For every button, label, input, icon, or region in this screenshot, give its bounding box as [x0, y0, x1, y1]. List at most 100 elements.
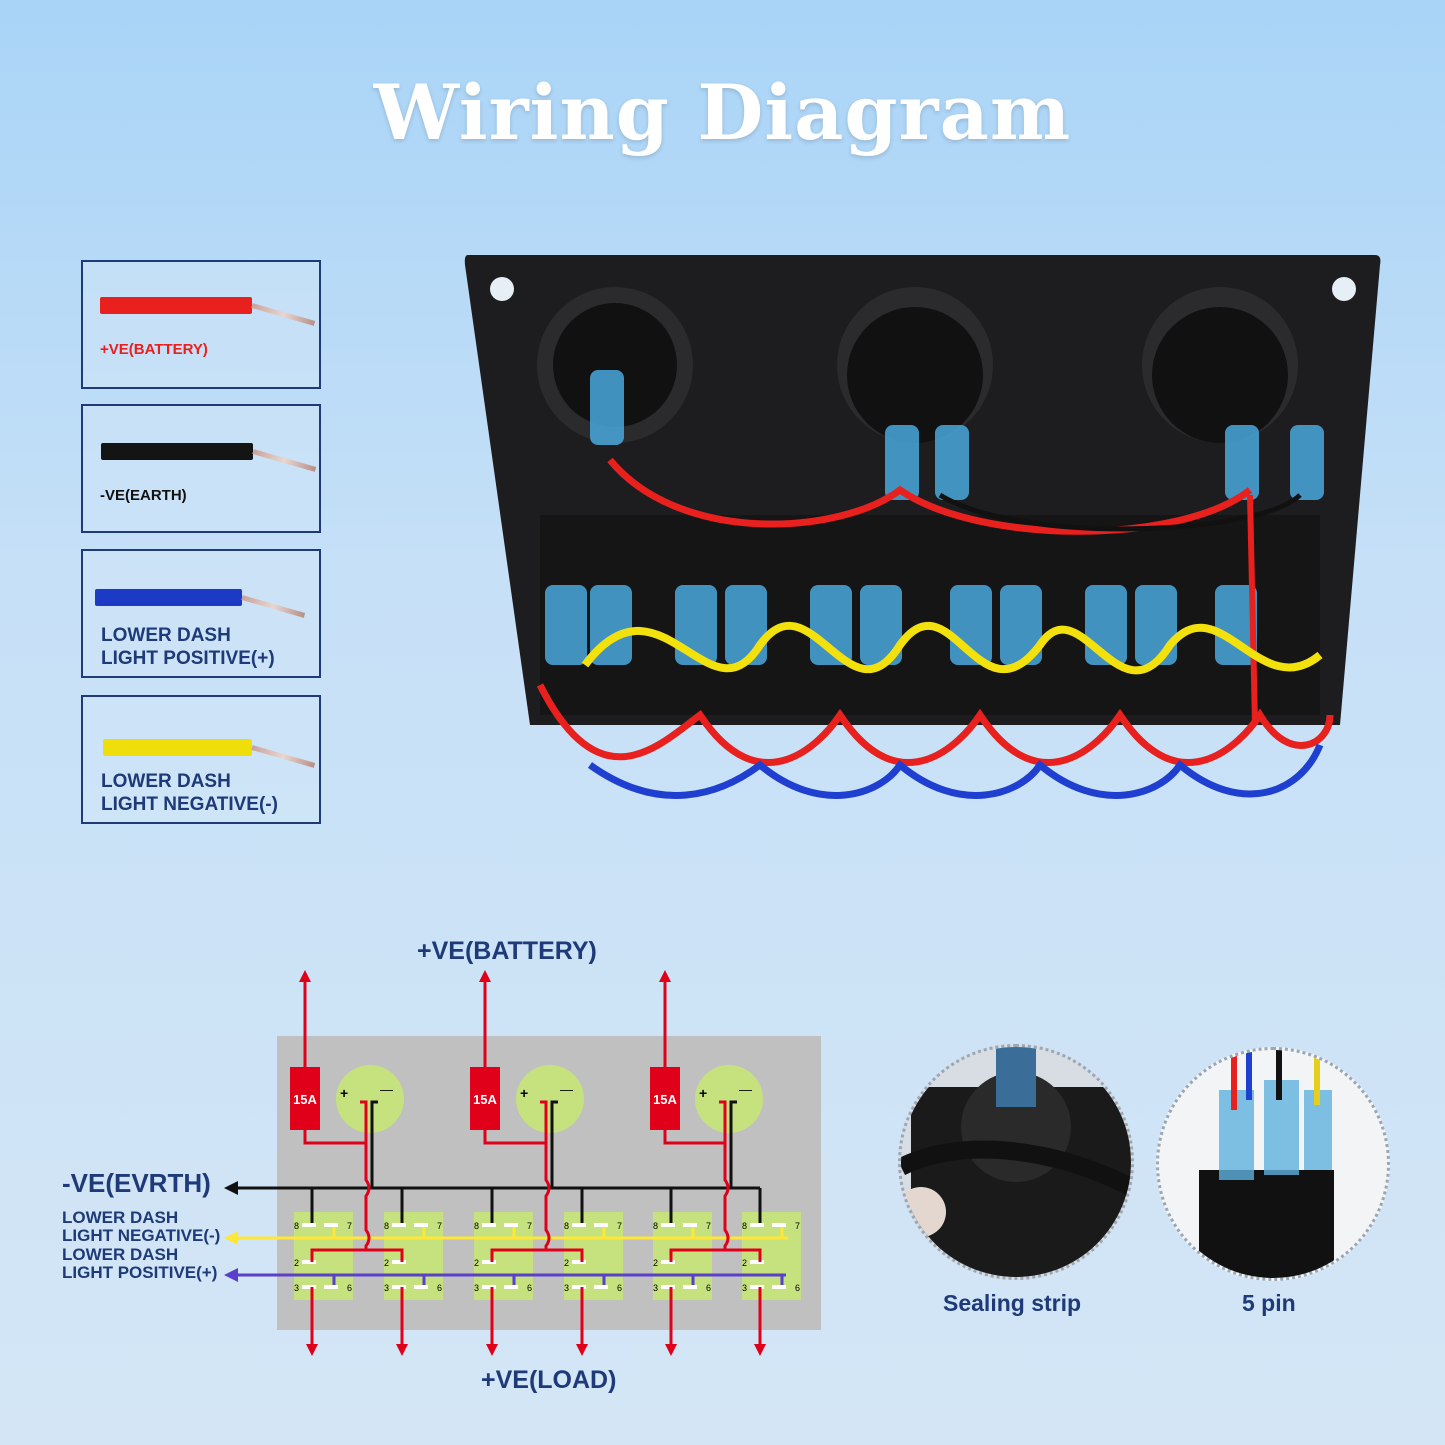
socket-minus: — — [380, 1082, 393, 1097]
legend-item: -VE(EARTH) — [81, 404, 321, 533]
pin-number: 6 — [437, 1283, 442, 1293]
arrow-up-icon — [299, 970, 311, 982]
pin-number: 6 — [795, 1283, 800, 1293]
socket-symbol — [336, 1065, 404, 1133]
socket-plus: + — [340, 1085, 348, 1101]
fuse — [650, 1067, 680, 1130]
pin-number: 8 — [474, 1221, 479, 1231]
socket-plus: + — [520, 1085, 528, 1101]
battery-label: +VE(BATTERY) — [417, 937, 597, 965]
wire-sample — [101, 443, 253, 460]
pin-number: 2 — [653, 1258, 658, 1268]
fuse-rating: 15A — [473, 1092, 497, 1107]
socket-symbol — [516, 1065, 584, 1133]
pin-number: 7 — [795, 1221, 800, 1231]
pin-number: 8 — [564, 1221, 569, 1231]
arrow-left-icon — [224, 1231, 238, 1245]
socket-voltmeter — [837, 287, 993, 443]
terminal-connector — [1000, 585, 1042, 665]
fuse — [470, 1067, 500, 1130]
legend-item: LOWER DASH LIGHT NEGATIVE(-) — [81, 695, 321, 824]
mount-hole — [490, 277, 514, 301]
pin-number: 2 — [742, 1258, 747, 1268]
pin-number: 6 — [617, 1283, 622, 1293]
mount-hole — [1332, 277, 1356, 301]
terminal-connector — [935, 425, 969, 500]
fuse — [290, 1067, 320, 1130]
socket-positive-wire — [490, 1100, 584, 1262]
pin-number: 7 — [437, 1221, 442, 1231]
socket-symbol — [695, 1065, 763, 1133]
socket-plus: + — [699, 1085, 707, 1101]
terminal-connector — [675, 585, 717, 665]
arrow-up-icon — [659, 970, 671, 982]
wire-strand — [251, 303, 316, 326]
positive-label: LOWER DASH LIGHT POSITIVE(+) — [62, 1245, 218, 1282]
socket-12v — [1142, 287, 1298, 443]
arrow-left-icon — [224, 1181, 238, 1195]
pin-number: 6 — [347, 1283, 352, 1293]
legend-label: LOWER DASH LIGHT POSITIVE(+) — [101, 625, 275, 669]
page-title: Wiring Diagram — [373, 68, 1072, 157]
socket-positive-wire — [669, 1100, 762, 1262]
pin-number: 3 — [742, 1283, 747, 1293]
socket-minus: — — [739, 1082, 752, 1097]
fuse-wire — [663, 1130, 724, 1145]
legend-label: -VE(EARTH) — [100, 487, 187, 504]
fuse-rating: 15A — [653, 1092, 677, 1107]
legend-label: +VE(BATTERY) — [100, 341, 208, 358]
terminal-connector — [1225, 425, 1259, 500]
pin-number: 2 — [294, 1258, 299, 1268]
pin-number: 6 — [527, 1283, 532, 1293]
socket-usb — [537, 287, 693, 443]
switch-panel-photo — [464, 255, 1381, 799]
pin-number: 2 — [474, 1258, 479, 1268]
pin-number: 8 — [653, 1221, 658, 1231]
arrow-down-icon — [576, 1344, 588, 1356]
socket-positive-wire — [310, 1100, 404, 1262]
pin-number: 7 — [706, 1221, 711, 1231]
arrow-left-icon — [224, 1268, 238, 1282]
pin-number: 3 — [384, 1283, 389, 1293]
load-label: +VE(LOAD) — [481, 1366, 617, 1394]
legend-item: LOWER DASH LIGHT POSITIVE(+) — [81, 549, 321, 678]
wire-sample — [100, 297, 252, 314]
pin-number: 2 — [384, 1258, 389, 1268]
terminal-connector — [885, 425, 919, 500]
terminal-connector — [725, 585, 767, 665]
five-pin-caption: 5 pin — [1242, 1290, 1296, 1316]
wire-strand — [241, 595, 306, 618]
arrow-down-icon — [396, 1344, 408, 1356]
pin-number: 3 — [294, 1283, 299, 1293]
pin-number: 3 — [474, 1283, 479, 1293]
legend-item: +VE(BATTERY) — [81, 260, 321, 389]
wire-sample — [103, 739, 252, 756]
terminal-connector — [1290, 425, 1324, 500]
earth-label: -VE(EVRTH) — [62, 1168, 211, 1198]
socket-negative-wire — [550, 1100, 558, 1188]
sealing-strip-caption: Sealing strip — [943, 1290, 1082, 1316]
pin-number: 3 — [564, 1283, 569, 1293]
negative-label: LOWER DASH LIGHT NEGATIVE(-) — [62, 1208, 221, 1245]
pin-number: 6 — [706, 1283, 711, 1293]
five-pin-photo — [1156, 1047, 1390, 1281]
terminal-connector — [860, 585, 902, 665]
socket-negative-wire — [729, 1100, 737, 1188]
wire-strand — [251, 745, 316, 768]
wire-strand — [252, 449, 317, 472]
pin-number: 8 — [742, 1221, 747, 1231]
legend-label: LOWER DASH LIGHT NEGATIVE(-) — [101, 771, 278, 815]
fuse-wire — [483, 1130, 545, 1145]
pin-number: 7 — [527, 1221, 532, 1231]
socket-negative-wire — [370, 1100, 378, 1188]
pin-number: 7 — [347, 1221, 352, 1231]
arrow-down-icon — [754, 1344, 766, 1356]
arrow-down-icon — [306, 1344, 318, 1356]
pin-number: 8 — [294, 1221, 299, 1231]
pin-number: 8 — [384, 1221, 389, 1231]
terminal-connector — [545, 585, 587, 665]
pin-number: 2 — [564, 1258, 569, 1268]
terminal-connector — [1135, 585, 1177, 665]
arrow-down-icon — [665, 1344, 677, 1356]
pin-number: 3 — [653, 1283, 658, 1293]
